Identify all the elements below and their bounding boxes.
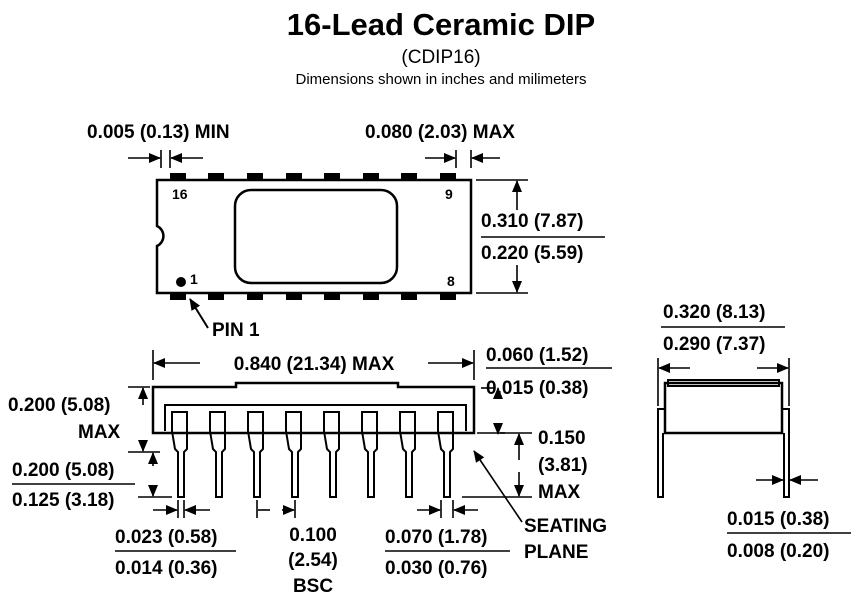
dim-width-max: 0.310 (7.87) <box>481 211 583 232</box>
top-dimensions <box>128 150 605 294</box>
side-body-outline <box>151 381 476 435</box>
dim-lead-width-max: 0.023 (0.58) <box>115 527 217 548</box>
dim-width-min: 0.220 (5.59) <box>481 243 583 264</box>
dim-height-line2: MAX <box>78 422 121 443</box>
dim-length-max: 0.840 (21.34) MAX <box>234 354 395 375</box>
dim-height-line1: 0.200 (5.08) <box>8 395 110 416</box>
dim-span-max: 0.320 (8.13) <box>663 302 765 323</box>
dim-lead-width-min: 0.014 (0.36) <box>115 558 217 579</box>
dim-lead-length-min: 0.125 (3.18) <box>12 490 114 511</box>
pin-1-label: 1 <box>190 271 198 287</box>
dim-standoff-min: 0.015 (0.38) <box>486 378 588 399</box>
seating-plane-line1: SEATING <box>524 516 607 537</box>
end-lid <box>667 379 780 387</box>
drawing-title: 16-Lead Ceramic DIP <box>287 7 595 42</box>
package-code: (CDIP16) <box>401 47 480 68</box>
dim-lead-length-max: 0.200 (5.08) <box>12 460 114 481</box>
dim-pitch-line2: (2.54) <box>288 550 338 571</box>
dim-seat-line1: 0.150 <box>538 428 586 449</box>
dim-seat-line3: MAX <box>538 482 581 503</box>
dim-shoulder-max: 0.070 (1.78) <box>385 527 487 548</box>
dim-min-spacing: 0.005 (0.13) MIN <box>87 122 230 143</box>
top-view <box>155 173 473 329</box>
dim-span-min: 0.290 (7.37) <box>663 334 765 355</box>
units-note: Dimensions shown in inches and milimeter… <box>296 71 587 88</box>
side-inner-outline <box>164 404 467 431</box>
pin-9-label: 9 <box>445 186 453 202</box>
dim-thickness-min: 0.008 (0.20) <box>727 541 829 562</box>
dim-shoulder-min: 0.030 (0.76) <box>385 558 487 579</box>
pin1-callout: PIN 1 <box>212 320 260 341</box>
dim-standoff-max: 0.060 (1.52) <box>486 345 588 366</box>
pin1-dot-icon <box>176 277 186 287</box>
side-leads <box>171 411 454 498</box>
top-body-outline <box>155 178 473 295</box>
dim-pitch-line3: BSC <box>293 576 333 597</box>
dim-thickness-max: 0.015 (0.38) <box>727 509 829 530</box>
top-pins-lower <box>170 293 456 300</box>
end-dimensions <box>657 326 851 534</box>
dim-pitch-line1: 0.100 <box>289 525 337 546</box>
pin1-leader <box>189 298 209 329</box>
side-view <box>151 381 476 498</box>
side-dimensions <box>12 350 612 552</box>
dim-end-max: 0.080 (2.03) MAX <box>365 122 515 143</box>
top-pins-upper <box>170 173 456 180</box>
dim-seat-line2: (3.81) <box>538 455 588 476</box>
end-lead-left <box>657 408 665 498</box>
pin-8-label: 8 <box>447 273 455 289</box>
pin-16-label: 16 <box>172 186 188 202</box>
top-lid <box>233 188 399 285</box>
seating-plane-line2: PLANE <box>524 542 588 563</box>
end-body <box>663 381 784 435</box>
